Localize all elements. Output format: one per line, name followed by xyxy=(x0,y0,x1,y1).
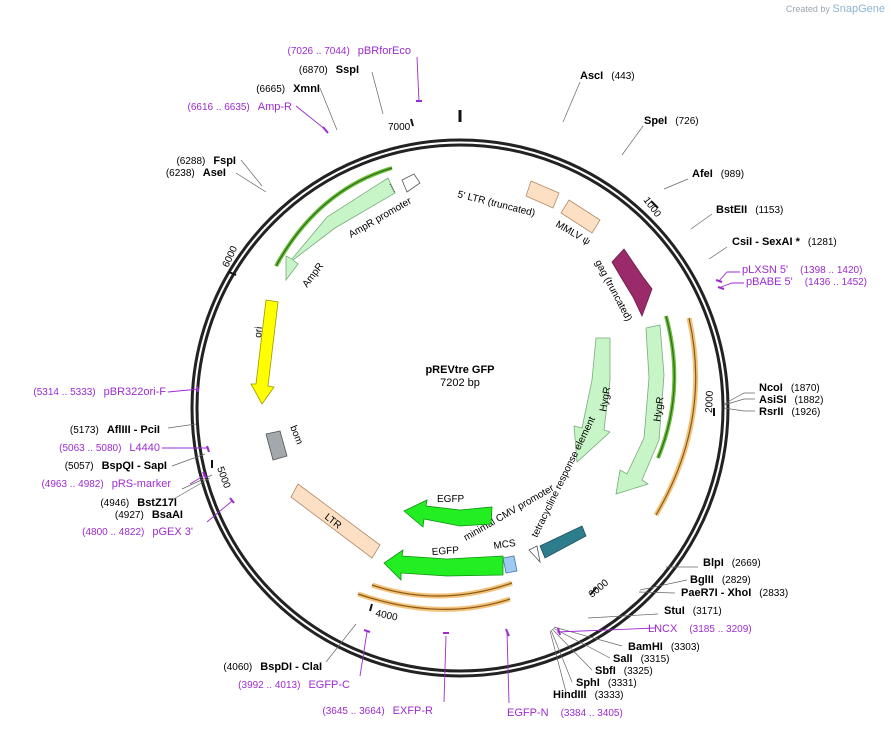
primer-pGEX3[interactable]: (4800 .. 4822)pGEX 3' xyxy=(82,526,193,538)
enzyme-HindIII[interactable]: HindIII(3333) xyxy=(553,689,624,701)
primer-EGFP-N[interactable]: EGFP-N(3384 .. 3405) xyxy=(507,707,623,719)
tick-3000: 3000 xyxy=(587,577,611,600)
enzyme-RsrII[interactable]: RsrII(1926) xyxy=(759,406,820,418)
primer-pRS-marker[interactable]: (4963 .. 4982)pRS-marker xyxy=(41,478,171,490)
plasmid-size: 7202 bp xyxy=(440,377,480,389)
feature-egfp-outer xyxy=(383,549,504,581)
tick-7000: 7000 xyxy=(388,122,411,133)
snapgene-watermark: Created by SnapGene xyxy=(786,3,885,15)
feature-mcs xyxy=(502,555,518,574)
enzyme-PaeR7I-XhoI[interactable]: PaeR7I - XhoI(2833) xyxy=(681,587,788,599)
enzyme-AflIII-PciI[interactable]: (5173)AflIII - PciI xyxy=(70,424,160,436)
feature-bom xyxy=(265,430,288,461)
enzyme-labels: AscI(443) SpeI(726) AfeI(989) BstEII(115… xyxy=(65,64,837,701)
feature-ori xyxy=(250,299,279,405)
primer-lines xyxy=(162,56,744,704)
primer-Amp-R[interactable]: (6616 .. 6635)Amp-R xyxy=(188,101,293,113)
enzyme-BspQI-SapI[interactable]: (5057)BspQI - SapI xyxy=(65,460,167,472)
enzyme-BspDI-ClaI[interactable]: (4060)BspDI - ClaI xyxy=(223,661,322,673)
feature-tre xyxy=(539,525,587,559)
primer-L4440[interactable]: (5063 .. 5080)L4440 xyxy=(59,442,160,454)
enzyme-SpeI[interactable]: SpeI(726) xyxy=(644,115,699,127)
enzyme-AsiSI[interactable]: AsiSI(1882) xyxy=(759,394,823,406)
feature-egfp-inner xyxy=(403,499,493,528)
primer-EGFP-C[interactable]: (3992 .. 4013)EGFP-C xyxy=(238,679,350,691)
feature-ltr xyxy=(290,483,381,559)
feature-label-ori: ori xyxy=(253,326,265,338)
enzyme-CsiI-SexAI[interactable]: CsiI - SexAI *(1281) xyxy=(732,236,837,248)
tick-4000: 4000 xyxy=(374,608,398,623)
feature-label-egfp-outer: EGFP xyxy=(431,545,459,558)
backbone-inner xyxy=(195,143,725,673)
feature-label-ampr: AmpR xyxy=(301,261,327,290)
enzyme-AscI[interactable]: AscI(443) xyxy=(580,70,635,82)
backbone-outer xyxy=(190,138,730,678)
primer-marks xyxy=(196,100,725,637)
plasmid-name: pREVtre GFP xyxy=(425,364,494,376)
tick-2000: 2000 xyxy=(704,390,716,413)
feature-mmlv-psi xyxy=(560,199,601,234)
feature-gag xyxy=(611,248,653,318)
enzyme-BamHI[interactable]: BamHI(3303) xyxy=(628,641,700,653)
enzyme-SspI[interactable]: (6870)SspI xyxy=(299,64,359,76)
enzyme-StuI[interactable]: StuI(3171) xyxy=(664,605,722,617)
enzyme-BlpI[interactable]: BlpI(2669) xyxy=(703,557,761,569)
enzyme-FspI[interactable]: (6288)FspI xyxy=(176,155,236,167)
watermark-prefix: Created by xyxy=(785,4,830,14)
leader-lines xyxy=(167,71,755,693)
feature-label-5ltr: 5' LTR (truncated) xyxy=(456,189,536,219)
feature-ampr-promoter xyxy=(401,173,421,193)
primer-pLXSN5[interactable]: pLXSN 5'(1398 .. 1420) xyxy=(742,264,862,276)
primer-pBRforEco[interactable]: (7026 .. 7044)pBRforEco xyxy=(288,45,411,57)
feature-label-egfp-inner: EGFP xyxy=(437,494,465,505)
enzyme-SalI[interactable]: SalI(3315) xyxy=(613,653,669,665)
feature-5ltr xyxy=(525,180,560,209)
enzyme-BglII[interactable]: BglII(2829) xyxy=(690,574,751,586)
enzyme-XmnI[interactable]: (6665)XmnI xyxy=(256,83,320,95)
primer-labels: pLXSN 5'(1398 .. 1420) pBABE 5'(1436 .. … xyxy=(33,45,867,719)
feature-hygr-outer xyxy=(615,324,665,495)
enzyme-AfeI[interactable]: AfeI(989) xyxy=(692,168,744,180)
feature-label-bom: bom xyxy=(287,424,304,446)
feature-label-hygr-inner: HygR xyxy=(598,386,613,413)
enzyme-BstZ17I[interactable]: (4946)BstZ17I xyxy=(100,497,177,509)
watermark-brand: SnapGene xyxy=(832,3,885,15)
feature-label-tre: tetracycline response element xyxy=(530,415,598,539)
enzyme-BsaAI[interactable]: (4927)BsaAI xyxy=(115,509,183,521)
tick-5000: 5000 xyxy=(214,465,232,490)
enzyme-SphI[interactable]: SphI(3331) xyxy=(576,677,637,689)
primer-EXFP-R[interactable]: (3645 .. 3664)EXFP-R xyxy=(322,705,433,717)
feature-hygr-inner xyxy=(573,337,611,463)
feature-label-mcs: MCS xyxy=(493,538,517,552)
enzyme-BstEII[interactable]: BstEII(1153) xyxy=(716,204,783,216)
tick-1000: 1000 xyxy=(641,195,663,220)
enzyme-NcoI[interactable]: NcoI(1870) xyxy=(759,382,820,394)
feature-min-cmv xyxy=(528,545,541,564)
primer-pBABE5[interactable]: pBABE 5'(1436 .. 1452) xyxy=(746,276,867,288)
feature-label-hygr-outer: HygR xyxy=(652,396,666,422)
tick-marks xyxy=(211,118,715,612)
primer-pBR322ori-F[interactable]: (5314 .. 5333)pBR322ori-F xyxy=(33,386,166,398)
feature-ampr xyxy=(285,177,396,282)
primer-LNCX[interactable]: LNCX(3185 .. 3209) xyxy=(648,623,752,635)
enzyme-AseI[interactable]: (6238)AseI xyxy=(166,167,226,179)
enzyme-SbfI[interactable]: SbfI(3325) xyxy=(595,665,653,677)
